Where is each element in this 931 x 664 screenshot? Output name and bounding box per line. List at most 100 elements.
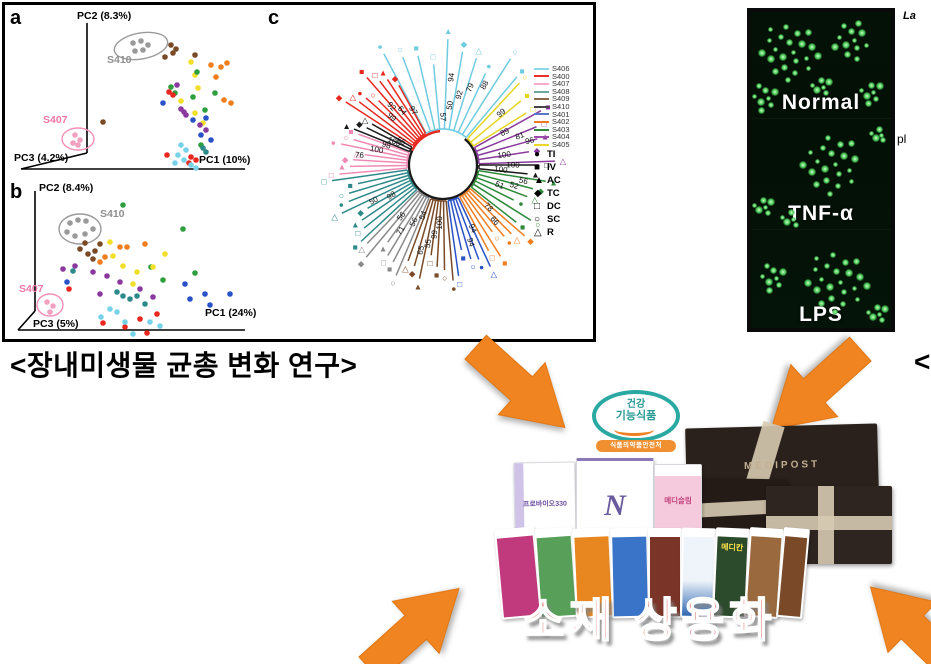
cell-nucleus <box>770 87 779 96</box>
pca-point <box>77 137 83 143</box>
cell-nucleus <box>866 310 872 315</box>
pca-point <box>203 149 209 155</box>
cell-nucleus <box>790 49 796 55</box>
pca-and-tree-plot: ●○■□▲◆△●○■○■□■□▲◆△□▲▲◆△●○■◆△●○■□△●○■□●○■… <box>17 23 567 337</box>
pca-point <box>107 306 113 312</box>
cell-nucleus <box>881 304 889 313</box>
legend-series-row: S404 <box>534 133 592 141</box>
product-label: 메디칸 <box>720 542 744 553</box>
pca-point <box>130 40 136 46</box>
pca-point <box>102 254 108 260</box>
tree-leaf-symbol: ▲ <box>414 281 422 291</box>
tree-leaf-symbol: □ <box>428 258 433 268</box>
cell-nucleus <box>873 95 880 102</box>
pca-point <box>174 82 180 88</box>
legend-symbol-row: ■IV <box>534 162 592 175</box>
bootstrap-value: 81 <box>514 130 526 142</box>
cell-nucleus <box>871 89 877 95</box>
pca-point <box>207 302 213 308</box>
cell-nucleus <box>764 277 773 286</box>
pca-point <box>162 54 168 60</box>
panel-b-cluster-s410: S410 <box>100 208 125 220</box>
panel-a-cluster-s410: S410 <box>107 54 132 66</box>
bootstrap-value: 94 <box>465 237 476 249</box>
pca-point <box>66 286 72 292</box>
legend-series-label: S408 <box>552 86 570 96</box>
pca-point <box>75 142 81 148</box>
fluorescence-section-tnf: TNF-α <box>751 118 891 229</box>
pca-point <box>160 277 166 283</box>
cell-nucleus <box>777 33 784 40</box>
tree-leaf-symbol: ■ <box>387 264 392 274</box>
legend-symbol-glyph: ◆ <box>534 188 542 200</box>
bootstrap-value: 56 <box>518 176 529 187</box>
pca-point <box>173 46 179 52</box>
pca-point <box>114 289 120 295</box>
bootstrap-value: 65 <box>415 244 426 255</box>
tree-leaf-symbol: ◆ <box>356 119 363 129</box>
bootstrap-value: 65 <box>395 135 408 147</box>
cell-nucleus <box>756 97 765 106</box>
cell-nucleus <box>779 53 788 62</box>
legend-line-swatch <box>534 82 549 85</box>
tree-leaf-symbol: ● <box>479 262 484 272</box>
cell-nucleus <box>858 28 867 37</box>
tree-leaf-symbol: ○ <box>339 191 344 201</box>
pca-point <box>203 127 209 133</box>
tree-leaf-symbol: ○ <box>512 47 517 57</box>
panel-a-axis-pc3: PC3 (4.2%) <box>14 152 69 164</box>
pca-point <box>82 240 88 246</box>
cell-nucleus <box>849 179 855 184</box>
cell-nucleus <box>839 300 846 307</box>
cell-nucleus <box>840 23 847 30</box>
cell-nucleus <box>852 286 858 292</box>
legend-line-swatch <box>534 113 549 116</box>
legend-series-row: S407 <box>534 80 592 88</box>
legend-series-label: S403 <box>552 124 570 134</box>
pca-point <box>134 269 140 275</box>
tree-leaf-symbol: ● <box>331 137 336 147</box>
tree-leaf-symbol: △ <box>358 244 365 254</box>
cell-nucleus <box>878 132 884 138</box>
pca-point <box>228 100 234 106</box>
pca-point <box>97 259 103 265</box>
cell-nucleus <box>786 38 794 46</box>
arrow-up-right-icon <box>358 587 460 664</box>
cell-nucleus <box>818 77 826 85</box>
pca-point <box>224 60 230 66</box>
tree-leaf-symbol: ■ <box>353 242 358 252</box>
pca-point <box>124 244 130 250</box>
cell-nucleus <box>767 197 775 206</box>
cell-nucleus <box>804 29 812 37</box>
cell-nucleus <box>824 134 831 141</box>
cell-nucleus <box>763 204 769 210</box>
cell-nucleus <box>848 27 856 35</box>
cell-nucleus <box>813 255 819 261</box>
legend-series-label: S401 <box>552 109 570 119</box>
pca-point <box>227 291 233 297</box>
cell-nucleus <box>841 40 850 49</box>
cell-nucleus <box>825 77 833 86</box>
tree-leaf-symbol: ● <box>507 237 512 247</box>
pca-point <box>92 248 98 254</box>
legend-symbol-glyph: ● <box>534 149 541 161</box>
pca-point <box>190 117 196 123</box>
pca-point <box>122 319 128 325</box>
tree-leaf-symbol: □ <box>372 70 377 80</box>
cell-nucleus <box>863 91 872 100</box>
pca-point <box>170 92 176 98</box>
pca-point <box>208 62 214 68</box>
pca-point <box>193 165 199 171</box>
tree-leaf-symbol: ◆ <box>342 154 349 164</box>
pca-point <box>132 48 138 54</box>
tree-leaf-symbol: △ <box>362 115 369 125</box>
bootstrap-value: 56 <box>408 216 420 228</box>
cell-nucleus <box>760 197 768 205</box>
pca-point <box>147 319 153 325</box>
tree-leaf-symbol: ◆ <box>357 207 364 217</box>
bootstrap-value: 52 <box>509 180 521 191</box>
pca-point <box>168 84 174 90</box>
tree-leaf-symbol: ◆ <box>336 92 343 102</box>
pca-point <box>142 301 148 307</box>
tree-leaf-symbol: ■ <box>348 126 353 136</box>
